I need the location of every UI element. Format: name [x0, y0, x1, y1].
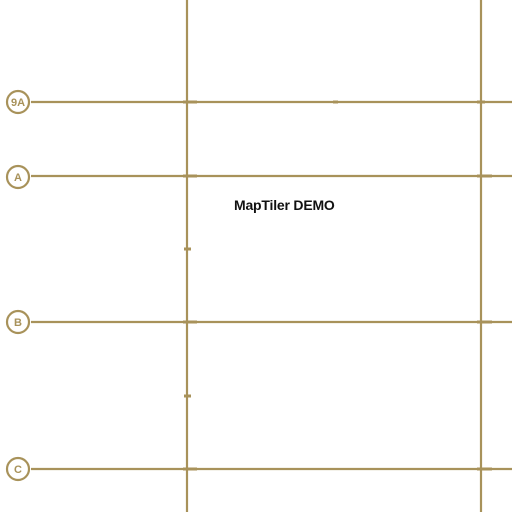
- grid-bubble-label: B: [14, 317, 22, 329]
- intersection-ticks: [183, 100, 492, 471]
- grid-bubble-b[interactable]: B: [5, 309, 31, 335]
- grid-bubble-a[interactable]: A: [5, 164, 31, 190]
- grid-bubble-label: A: [14, 172, 22, 184]
- maptiler-watermark: MapTiler DEMO: [234, 197, 335, 213]
- grid-bubble-c[interactable]: C: [5, 456, 31, 482]
- grid-bubble-label: 9A: [11, 97, 25, 109]
- grid-bubble-9a[interactable]: 9A: [5, 89, 31, 115]
- grid-bubble-label: C: [14, 464, 22, 476]
